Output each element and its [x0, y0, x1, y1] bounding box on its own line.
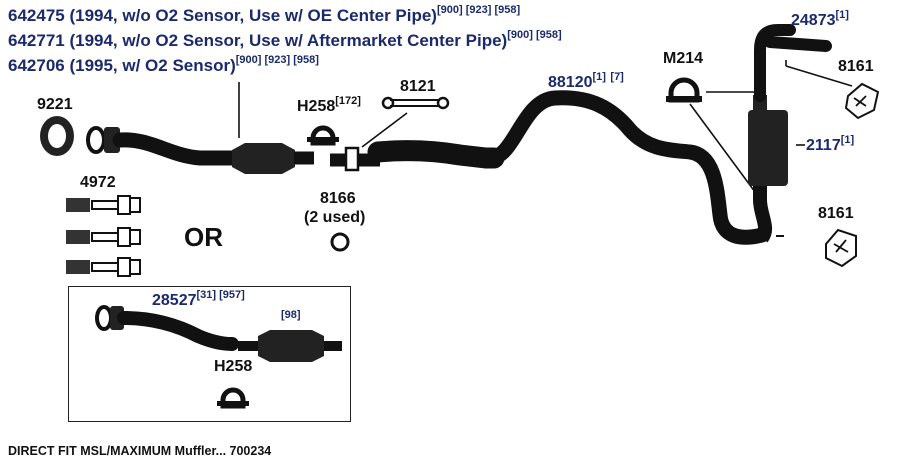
muffler-2117 [748, 95, 788, 243]
clamp-h258-inset [217, 387, 249, 409]
insulator-8161-bottom [825, 228, 857, 268]
gasket-9221 [40, 116, 74, 156]
clamp-h258-top [307, 125, 339, 146]
label-4972: 4972 [80, 174, 116, 191]
hanger-8121 [381, 96, 450, 110]
label-8166: 8166 [320, 190, 356, 207]
label-9221: 9221 [37, 96, 73, 113]
clamp-m214 [666, 77, 702, 103]
header-line-1: 642475 (1994, w/o O2 Sensor, Use w/ OE C… [8, 4, 521, 25]
catalytic-converter [232, 143, 314, 174]
footer-muffler-note: DIRECT FIT MSL/MAXIMUM Muffler... 700234 [8, 444, 272, 458]
label-8161-top: 8161 [838, 58, 874, 75]
inset-assembly [95, 305, 342, 409]
front-pipe-flange [86, 126, 244, 166]
label-m214: M214 [663, 50, 704, 67]
center-pipe-88120 [330, 90, 770, 245]
tailpipe-24873 [754, 24, 832, 102]
label-88120: 88120[1] [7] [548, 70, 624, 91]
header-line-3: 642706 (1995, w/ O2 Sensor)[900] [923] [… [8, 54, 319, 75]
label-h258-top: H258[172] [297, 94, 361, 115]
label-h258-inset: H258 [214, 358, 253, 375]
or-separator: OR [184, 222, 223, 252]
label-8121: 8121 [400, 78, 436, 95]
bolt-set-4972 [66, 195, 141, 277]
header-line-2: 642771 (1994, w/o O2 Sensor, Use w/ Afte… [8, 29, 562, 50]
label-8166-sub: (2 used) [304, 209, 366, 226]
insulator-8161-top [844, 82, 880, 120]
label-2117: 2117[1] [806, 133, 855, 154]
label-24873: 24873[1] [791, 8, 849, 29]
label-8161-bottom: 8161 [818, 205, 854, 222]
clamp-8166 [330, 146, 360, 252]
alternate-assembly-box [68, 286, 351, 422]
label-28527: 28527[31] [957] [152, 288, 245, 309]
label-inset-note: [98] [281, 309, 301, 321]
